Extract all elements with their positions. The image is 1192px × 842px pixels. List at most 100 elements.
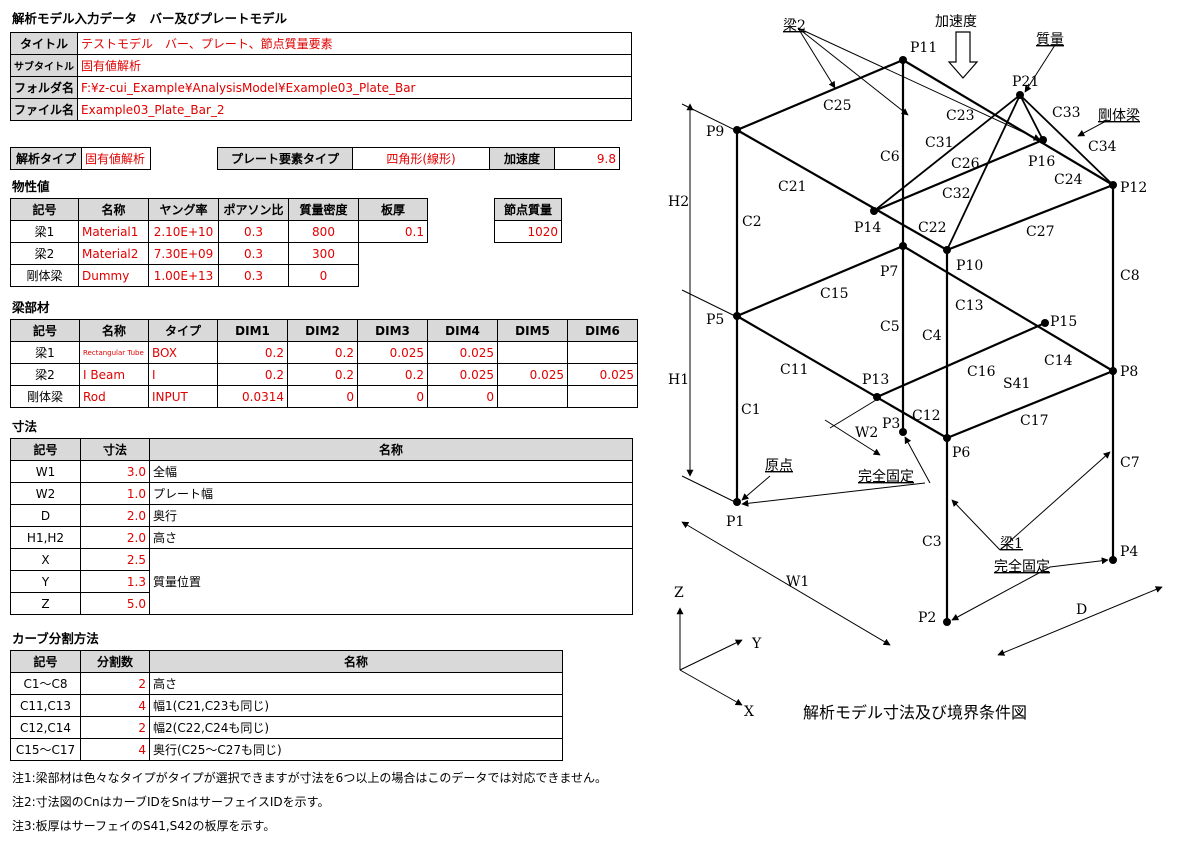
table-row: 梁1 Material1 2.10E+10 0.3 800 0.1 bbox=[10, 220, 428, 243]
cell: 0 bbox=[288, 264, 359, 287]
cell bbox=[567, 341, 638, 364]
cell: I Beam bbox=[79, 363, 149, 386]
header-cell: 記号 bbox=[10, 198, 79, 221]
point-p12: P12 bbox=[1120, 180, 1147, 196]
curve-c16: C16 bbox=[967, 364, 996, 380]
materials-header-row: 記号 名称 ヤング率 ポアソン比 質量密度 板厚 bbox=[10, 198, 428, 221]
point-p3: P3 bbox=[882, 416, 900, 432]
header-cell: 寸法 bbox=[80, 438, 150, 461]
curve-c6: C6 bbox=[880, 149, 900, 165]
header-cell: 質量密度 bbox=[288, 198, 359, 221]
header-cell: DIM6 bbox=[567, 319, 638, 342]
curve-c31: C31 bbox=[925, 135, 954, 151]
cell: 奥行(C25～C27も同じ) bbox=[149, 738, 563, 761]
cell: 2.0 bbox=[80, 504, 150, 527]
cell: 3.0 bbox=[80, 460, 150, 483]
info-label: フォルダ名 bbox=[9, 76, 79, 99]
cell: Material2 bbox=[78, 242, 149, 265]
cell: 1.0 bbox=[80, 482, 150, 505]
curve-c24: C24 bbox=[1054, 172, 1083, 188]
dim-h1: H1 bbox=[668, 372, 689, 388]
beams-heading: 梁部材 bbox=[12, 300, 50, 315]
curve-c4: C4 bbox=[922, 328, 942, 344]
curve-c33: C33 bbox=[1052, 105, 1081, 121]
cell: 4 bbox=[80, 694, 150, 717]
header-cell: タイプ bbox=[148, 319, 218, 342]
cell bbox=[497, 385, 568, 408]
curve-c17: C17 bbox=[1020, 413, 1049, 429]
cell bbox=[497, 341, 568, 364]
header-cell: 名称 bbox=[78, 198, 149, 221]
cell: 幅2(C22,C24も同じ) bbox=[149, 716, 563, 739]
cell: 2.10E+10 bbox=[148, 220, 219, 243]
cell: BOX bbox=[148, 341, 218, 364]
point-p15: P15 bbox=[1050, 314, 1077, 330]
curve-c25: C25 bbox=[823, 98, 852, 114]
cell: 0.3 bbox=[218, 220, 289, 243]
cell: 0.2 bbox=[217, 341, 288, 364]
point-p5: P5 bbox=[706, 312, 724, 328]
cell: 梁2 bbox=[10, 242, 79, 265]
dimension-lines bbox=[676, 27, 1163, 706]
cell: 0.025 bbox=[567, 363, 638, 386]
acceleration-arrow-icon bbox=[947, 31, 979, 79]
header-cell: 名称 bbox=[149, 438, 633, 461]
analysis-type-label: 解析タイプ bbox=[10, 147, 82, 170]
cell: 剛体梁 bbox=[10, 385, 80, 408]
cell: 800 bbox=[288, 220, 359, 243]
point-p11: P11 bbox=[910, 40, 937, 56]
header-cell: DIM4 bbox=[427, 319, 498, 342]
table-row: 梁1 Rectangular Tube BOX 0.2 0.2 0.025 0.… bbox=[10, 341, 638, 364]
cell: 0 bbox=[427, 385, 498, 408]
cell bbox=[359, 265, 428, 287]
cell: 0.3 bbox=[218, 242, 289, 265]
header-cell: 記号 bbox=[10, 650, 81, 673]
node-mass-label: 節点質量 bbox=[494, 198, 562, 221]
rigid-beam-label: 剛体梁 bbox=[1098, 108, 1140, 124]
figure-caption: 解析モデル寸法及び境界条件図 bbox=[803, 703, 1027, 722]
cell: 奥行 bbox=[149, 504, 633, 527]
cell bbox=[567, 385, 638, 408]
curve-c2: C2 bbox=[742, 214, 762, 230]
curve-c8: C8 bbox=[1120, 268, 1140, 284]
mass-position-cell: 質量位置 bbox=[149, 548, 633, 615]
cell: 0.025 bbox=[497, 363, 568, 386]
header-cell: 記号 bbox=[10, 438, 81, 461]
cell: Dummy bbox=[78, 264, 149, 287]
cell: プレート幅 bbox=[149, 482, 633, 505]
cell: Rod bbox=[79, 385, 149, 408]
cell: 高さ bbox=[149, 526, 633, 549]
plate-type-label: プレート要素タイプ bbox=[217, 147, 353, 170]
cell: 5.0 bbox=[80, 592, 150, 615]
info-value: 固有値解析 bbox=[77, 54, 632, 77]
table-row: 剛体梁 Dummy 1.00E+13 0.3 0 bbox=[10, 264, 428, 287]
cell: 300 bbox=[288, 242, 359, 265]
info-label: タイトル bbox=[9, 32, 79, 55]
origin-label: 原点 bbox=[765, 458, 793, 474]
curve-c26: C26 bbox=[951, 156, 980, 172]
cell: 高さ bbox=[149, 672, 563, 695]
curve-c12: C12 bbox=[912, 408, 941, 424]
point-p14: P14 bbox=[854, 220, 881, 236]
cell: W1 bbox=[10, 460, 81, 483]
axis-x: X bbox=[744, 704, 754, 720]
curves-header-row: 記号 分割数 名称 bbox=[10, 650, 563, 673]
rigid-beam-lines bbox=[873, 94, 1114, 251]
info-label: ファイル名 bbox=[9, 98, 79, 121]
info-row-subtitle: サブタイトル固有値解析 bbox=[9, 54, 632, 77]
cell: 梁2 bbox=[10, 363, 80, 386]
surface-s41: S41 bbox=[1003, 376, 1030, 392]
cell: C15～C17 bbox=[10, 738, 81, 761]
info-table: タイトルテストモデル バー、プレート、節点質量要素 サブタイトル固有値解析 フォ… bbox=[9, 32, 632, 121]
cell: Y bbox=[10, 570, 81, 593]
materials-table: 記号 名称 ヤング率 ポアソン比 質量密度 板厚 梁1 Material1 2.… bbox=[10, 198, 428, 287]
curve-c7: C7 bbox=[1120, 455, 1140, 471]
